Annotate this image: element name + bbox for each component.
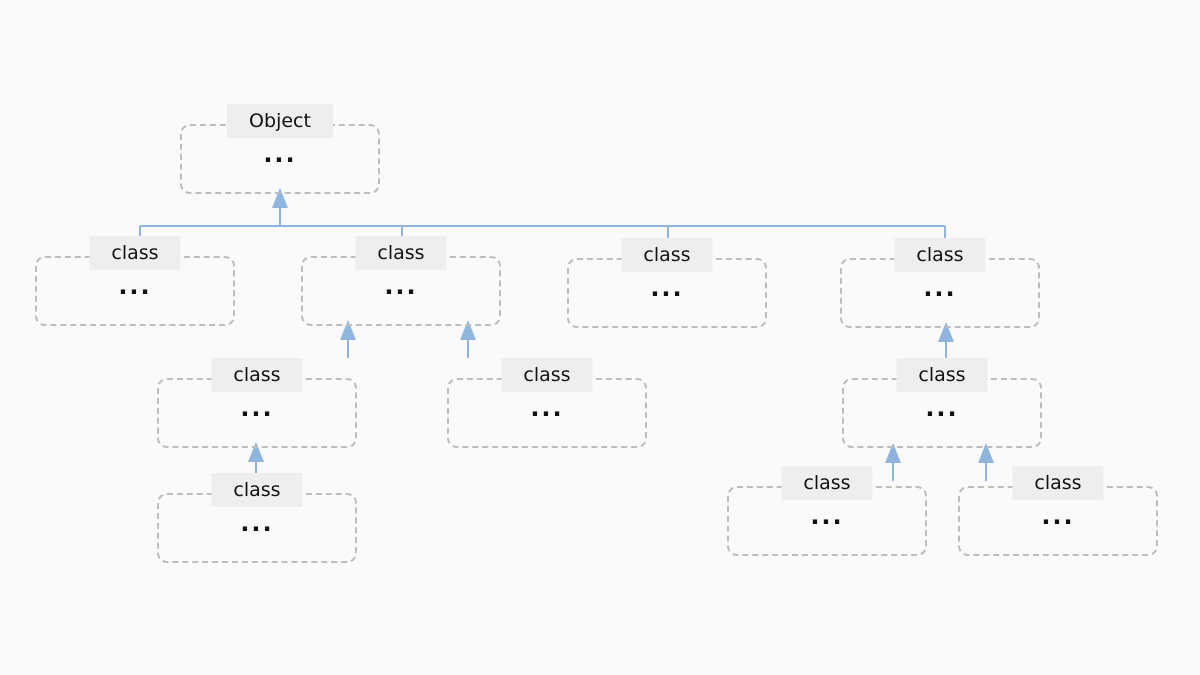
object-node: Object ...	[180, 104, 380, 194]
class-body: ...	[240, 509, 274, 537]
class-body: ...	[1041, 502, 1075, 530]
class-label: class	[89, 236, 181, 270]
class-node: class ...	[447, 358, 647, 448]
class-label: class	[781, 466, 873, 500]
class-label: class	[621, 238, 713, 272]
class-label: class	[211, 473, 303, 507]
class-body: ...	[923, 274, 957, 302]
class-body: ...	[118, 272, 152, 300]
class-body: ...	[240, 394, 274, 422]
class-body: ...	[925, 394, 959, 422]
class-label: class	[896, 358, 988, 392]
class-node: class ...	[958, 466, 1158, 556]
class-label: class	[894, 238, 986, 272]
class-label: class	[355, 236, 447, 270]
class-body: ...	[650, 274, 684, 302]
class-node: class ...	[35, 236, 235, 326]
class-label: class	[211, 358, 303, 392]
class-node: class ...	[157, 358, 357, 448]
class-label: class	[501, 358, 593, 392]
class-node: class ...	[727, 466, 927, 556]
class-label: class	[1012, 466, 1104, 500]
object-label: Object	[227, 104, 333, 138]
class-node: class ...	[157, 473, 357, 563]
class-node: class ...	[840, 238, 1040, 328]
class-body: ...	[384, 272, 418, 300]
object-body: ...	[263, 140, 297, 168]
class-node: class ...	[842, 358, 1042, 448]
class-body: ...	[530, 394, 564, 422]
class-node: class ...	[301, 236, 501, 326]
class-body: ...	[810, 502, 844, 530]
class-node: class ...	[567, 238, 767, 328]
